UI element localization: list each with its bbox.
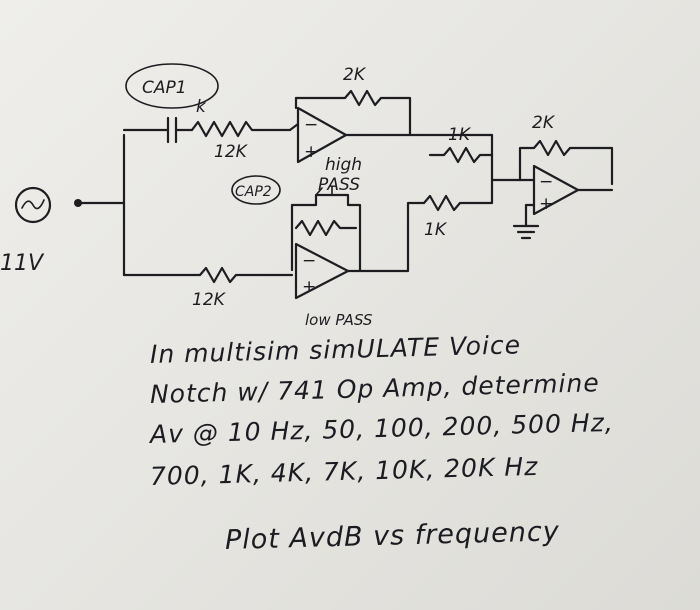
high-pass-label-2: PASS — [318, 175, 360, 195]
opamp-low-pass — [294, 242, 350, 300]
feedback-top-resistor-label: 2K — [343, 65, 367, 85]
input-top-resistor-label: 12K — [214, 142, 249, 162]
wire-ground-lead — [524, 203, 536, 228]
svg-text:−: − — [302, 251, 316, 271]
svg-text:−: − — [304, 115, 318, 135]
cap1-highlight-loop — [125, 63, 219, 109]
cap1-label: CAP1 — [142, 78, 187, 98]
sum-top-resistor-label: 1K — [448, 125, 472, 145]
sum-bottom-resistor-label: 1K — [424, 220, 448, 240]
resistor-sum-bottom — [406, 178, 522, 272]
feedback-sum-resistor-label: 2K — [532, 113, 556, 133]
opamp-summing — [532, 164, 580, 216]
cap2-label: CAP2 — [235, 184, 272, 200]
ground-symbol — [512, 224, 540, 240]
low-pass-label: low PASS — [305, 311, 373, 329]
capacitor-cap1 — [122, 116, 194, 144]
svg-text:+: + — [539, 194, 553, 214]
svg-text:−: − — [539, 172, 553, 192]
cap1-value-label: k — [196, 97, 207, 117]
high-pass-label: high — [325, 155, 362, 175]
input-bottom-resistor-label: 12K — [192, 290, 227, 310]
opamp-high-pass — [296, 106, 348, 164]
cap2-highlight-loop — [231, 175, 281, 205]
resistor-sum-top — [428, 133, 494, 164]
resistor-feedback-sum — [518, 139, 614, 186]
resistor-feedback-top — [294, 89, 412, 137]
resistor-input-top — [190, 120, 292, 138]
resistor-input-bottom — [122, 266, 294, 284]
resistor-lp-feedback — [294, 219, 358, 237]
wire-hp-inverting — [288, 122, 300, 132]
ac-source — [14, 186, 52, 224]
source-label: 11V — [0, 251, 45, 276]
svg-text:+: + — [302, 277, 316, 297]
svg-text:+: + — [304, 142, 318, 162]
